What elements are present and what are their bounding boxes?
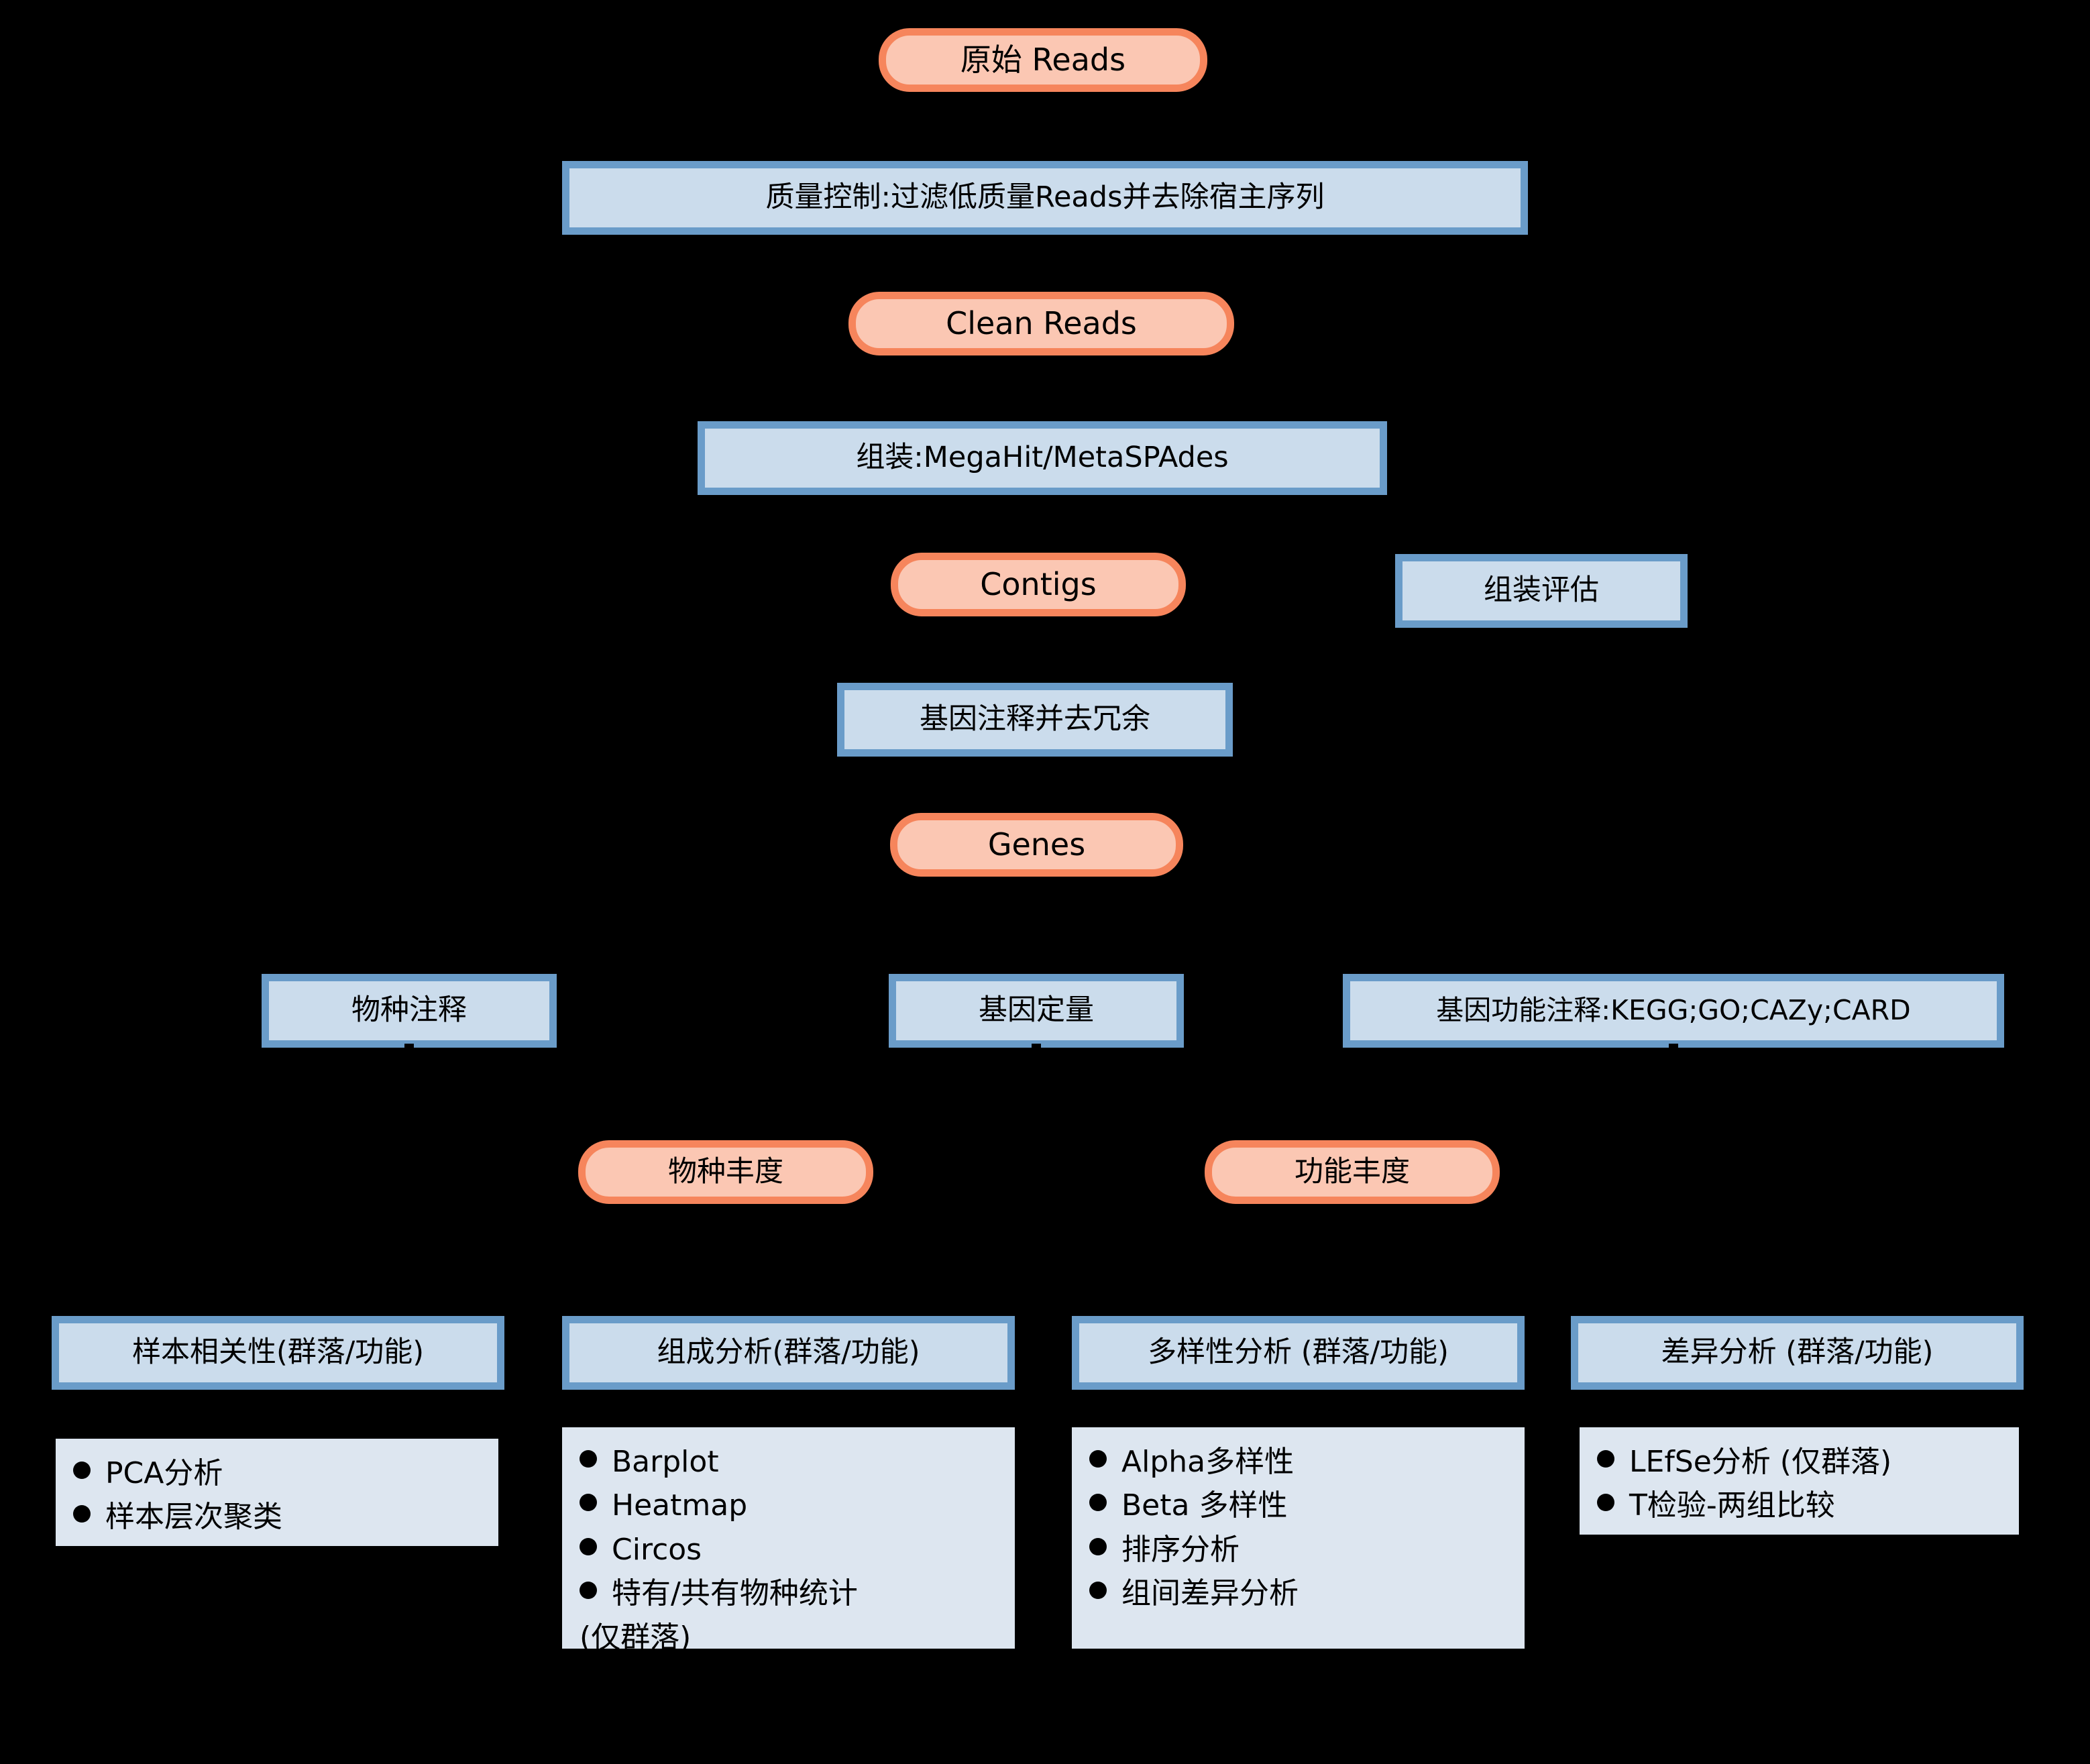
bullet-icon: [73, 1462, 91, 1479]
bullet-icon: [580, 1450, 597, 1468]
list-item[interactable]: Beta 多样性: [1089, 1487, 1511, 1524]
node-function-abundance-label: 功能丰度: [1295, 1154, 1410, 1189]
bullet-icon: [1089, 1582, 1107, 1600]
node-taxonomy-annotation-label: 物种注释: [351, 993, 467, 1028]
header-composition-analysis[interactable]: 组成分析(群落/功能): [562, 1316, 1015, 1390]
bullet-icon: [580, 1494, 597, 1512]
arrow-stub-function: [1669, 1044, 1678, 1050]
panel-differential-analysis: LEfSe分析 (仅群落) T检验-两组比较: [1580, 1427, 2019, 1535]
node-taxa-abundance[interactable]: 物种丰度: [578, 1140, 873, 1204]
list-item[interactable]: PCA分析: [73, 1455, 485, 1492]
node-contigs[interactable]: Contigs: [891, 553, 1186, 616]
node-taxonomy-annotation[interactable]: 物种注释: [262, 974, 557, 1048]
node-assembly-label: 组装:MegaHit/MetaSPAdes: [856, 441, 1229, 475]
header-composition-analysis-label: 组成分析(群落/功能): [657, 1335, 920, 1370]
list-item[interactable]: LEfSe分析 (仅群落): [1597, 1443, 2005, 1480]
node-function-annotation-label: 基因功能注释:KEGG;GO;CAZy;CARD: [1436, 994, 1911, 1027]
header-sample-correlation-label: 样本相关性(群落/功能): [131, 1335, 425, 1370]
bullet-icon: [1089, 1450, 1107, 1468]
node-quality-control[interactable]: 质量控制:过滤低质量Reads并去除宿主序列: [562, 161, 1528, 235]
bullet-icon: [1597, 1494, 1614, 1512]
bullet-icon: [73, 1505, 91, 1523]
panel-sample-correlation: PCA分析 样本层次聚类: [56, 1439, 498, 1546]
list-diversity-analysis: Alpha多样性 Beta 多样性 排序分析 组间差异分析: [1089, 1443, 1511, 1612]
arrow-stub-quantification: [1032, 1044, 1041, 1050]
list-sample-correlation: PCA分析 样本层次聚类: [73, 1455, 485, 1536]
node-raw-reads-label: 原始 Reads: [960, 42, 1126, 78]
bullet-icon: [580, 1537, 597, 1555]
bullet-icon: [580, 1582, 597, 1600]
node-assembly-evaluation-label: 组装评估: [1484, 573, 1599, 608]
bullet-icon: [1597, 1450, 1614, 1468]
arrow-stub-taxonomy: [404, 1044, 414, 1050]
node-genes[interactable]: Genes: [890, 813, 1183, 877]
node-gene-quantification[interactable]: 基因定量: [889, 974, 1184, 1048]
list-item[interactable]: Circos: [580, 1531, 1001, 1568]
header-differential-analysis-label: 差异分析 (群落/功能): [1661, 1335, 1934, 1370]
node-assembly-evaluation[interactable]: 组装评估: [1395, 554, 1688, 628]
node-gene-quantification-label: 基因定量: [979, 993, 1094, 1028]
list-item[interactable]: Alpha多样性: [1089, 1443, 1511, 1480]
bullet-icon: [1089, 1494, 1107, 1512]
bullet-icon: [1089, 1537, 1107, 1555]
list-item[interactable]: T检验-两组比较: [1597, 1487, 2005, 1524]
node-quality-control-label: 质量控制:过滤低质量Reads并去除宿主序列: [765, 180, 1325, 215]
node-clean-reads-label: Clean Reads: [946, 305, 1137, 342]
node-function-annotation[interactable]: 基因功能注释:KEGG;GO;CAZy;CARD: [1343, 974, 2004, 1048]
list-item[interactable]: 组间差异分析: [1089, 1575, 1511, 1612]
list-differential-analysis: LEfSe分析 (仅群落) T检验-两组比较: [1597, 1443, 2005, 1525]
panel-diversity-analysis: Alpha多样性 Beta 多样性 排序分析 组间差异分析: [1072, 1427, 1525, 1649]
node-clean-reads[interactable]: Clean Reads: [848, 292, 1234, 355]
list-item[interactable]: 特有/共有物种统计: [580, 1575, 1001, 1612]
node-assembly[interactable]: 组装:MegaHit/MetaSPAdes: [698, 421, 1387, 495]
header-sample-correlation[interactable]: 样本相关性(群落/功能): [52, 1316, 504, 1390]
list-item-continuation: (仅群落): [580, 1620, 692, 1655]
panel-composition-analysis: Barplot Heatmap Circos 特有/共有物种统计 (仅群落): [562, 1427, 1015, 1655]
list-item[interactable]: 样本层次聚类: [73, 1498, 485, 1535]
node-gene-prediction-label: 基因注释并去冗余: [920, 702, 1150, 736]
node-contigs-label: Contigs: [980, 566, 1097, 603]
header-diversity-analysis[interactable]: 多样性分析 (群落/功能): [1072, 1316, 1525, 1390]
list-item[interactable]: Heatmap: [580, 1487, 1001, 1524]
header-diversity-analysis-label: 多样性分析 (群落/功能): [1148, 1335, 1449, 1370]
list-composition-analysis: Barplot Heatmap Circos 特有/共有物种统计 (仅群落): [580, 1443, 1001, 1656]
node-taxa-abundance-label: 物种丰度: [668, 1154, 783, 1189]
header-differential-analysis[interactable]: 差异分析 (群落/功能): [1571, 1316, 2024, 1390]
node-genes-label: Genes: [987, 826, 1086, 863]
list-item[interactable]: Barplot: [580, 1443, 1001, 1480]
node-raw-reads[interactable]: 原始 Reads: [879, 28, 1207, 92]
node-function-abundance[interactable]: 功能丰度: [1205, 1140, 1500, 1204]
list-item[interactable]: 排序分析: [1089, 1531, 1511, 1568]
node-gene-prediction[interactable]: 基因注释并去冗余: [837, 683, 1233, 757]
